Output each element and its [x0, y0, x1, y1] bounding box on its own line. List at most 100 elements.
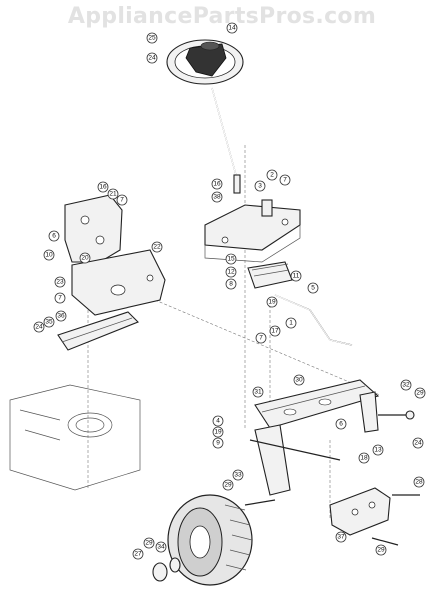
svg-text:38: 38 [213, 194, 221, 201]
svg-text:29: 29 [377, 547, 385, 554]
callout-c6b: 6 [335, 418, 347, 430]
callout-c8: 8 [225, 278, 237, 290]
callout-c29c: 29 [375, 544, 387, 556]
callout-c30: 30 [293, 374, 305, 386]
svg-text:6: 6 [52, 233, 56, 240]
svg-text:3: 3 [258, 183, 262, 190]
callout-c10: 10 [43, 249, 55, 261]
svg-text:7: 7 [283, 177, 287, 184]
front-bumper [57, 311, 139, 351]
svg-text:13: 13 [374, 447, 382, 454]
callout-c4: 4 [212, 415, 224, 427]
svg-text:20: 20 [81, 255, 89, 262]
svg-text:2: 2 [270, 172, 274, 179]
steering-shaft [211, 87, 241, 194]
left-spindle [244, 424, 291, 506]
svg-text:14: 14 [228, 25, 236, 32]
svg-text:25: 25 [148, 35, 156, 42]
callout-c36: 36 [55, 310, 67, 322]
callout-c31: 31 [252, 386, 264, 398]
svg-text:6: 6 [339, 421, 343, 428]
callout-c14: 14 [226, 22, 238, 34]
axle-bracket [329, 487, 420, 546]
svg-text:7: 7 [120, 197, 124, 204]
frame-bracket-upper [64, 194, 123, 263]
callout-c17: 17 [269, 325, 281, 337]
svg-text:37: 37 [337, 534, 345, 541]
svg-text:7: 7 [259, 335, 263, 342]
svg-text:27: 27 [134, 551, 142, 558]
svg-text:17: 17 [271, 328, 279, 335]
callout-c9: 9 [212, 437, 224, 449]
svg-text:29: 29 [224, 482, 232, 489]
svg-text:31: 31 [254, 389, 262, 396]
svg-text:15: 15 [227, 256, 235, 263]
svg-text:5: 5 [311, 285, 315, 292]
svg-text:29: 29 [416, 390, 424, 397]
callout-c15: 15 [225, 253, 237, 265]
steering-wheel [166, 39, 244, 85]
callout-c29b: 29 [222, 479, 234, 491]
callout-c18: 18 [358, 452, 370, 464]
callout-c1: 1 [285, 317, 297, 329]
callout-c7a: 7 [116, 194, 128, 206]
callout-c6a: 6 [48, 230, 60, 242]
svg-text:7: 7 [58, 295, 62, 302]
callout-c32: 32 [400, 379, 412, 391]
callout-c27: 27 [132, 548, 144, 560]
svg-text:19: 19 [214, 429, 222, 436]
svg-text:24: 24 [414, 440, 422, 447]
callout-c21: 21 [107, 188, 119, 200]
tractor-frame [9, 384, 141, 491]
svg-text:11: 11 [293, 273, 300, 280]
wheel-hub-parts [152, 557, 181, 582]
svg-text:1: 1 [289, 320, 293, 327]
right-spindle [359, 391, 415, 433]
callout-c7b: 7 [54, 292, 66, 304]
callout-c29d: 29 [143, 537, 155, 549]
svg-text:23: 23 [56, 279, 64, 286]
callout-c2: 2 [266, 169, 278, 181]
callout-c37: 37 [335, 531, 347, 543]
svg-text:10: 10 [45, 252, 53, 259]
callout-c13: 13 [372, 444, 384, 456]
callout-c7c: 7 [279, 174, 291, 186]
svg-text:9: 9 [216, 440, 220, 447]
callout-c23: 23 [54, 276, 66, 288]
svg-text:36: 36 [57, 313, 65, 320]
frame-plate [71, 249, 166, 316]
svg-text:33: 33 [234, 472, 242, 479]
callout-c7d: 7 [255, 332, 267, 344]
svg-text:4: 4 [216, 418, 220, 425]
svg-text:12: 12 [227, 269, 235, 276]
callout-c29a: 29 [414, 387, 426, 399]
svg-text:28: 28 [415, 479, 423, 486]
callout-c3: 3 [254, 180, 266, 192]
front-tire [167, 494, 253, 586]
alignment-lines [87, 145, 381, 520]
callout-c24c: 24 [412, 437, 424, 449]
callout-c28: 28 [413, 476, 425, 488]
callout-c20: 20 [79, 252, 91, 264]
svg-text:29: 29 [145, 540, 153, 547]
callout-c11: 11 [290, 270, 302, 282]
callout-c5: 5 [307, 282, 319, 294]
callout-c33: 33 [232, 469, 244, 481]
svg-text:8: 8 [229, 281, 233, 288]
callout-c12: 12 [225, 266, 237, 278]
drag-link [274, 294, 353, 346]
callout-c16a: 16 [97, 181, 109, 193]
svg-text:21: 21 [109, 191, 117, 198]
svg-text:24: 24 [148, 55, 156, 62]
svg-text:16: 16 [213, 181, 221, 188]
callout-c25a: 25 [146, 32, 158, 44]
svg-text:22: 22 [153, 244, 161, 251]
callout-c34: 34 [155, 541, 167, 553]
svg-text:34: 34 [157, 544, 165, 551]
watermark: AppliancePartsPros.com [67, 4, 377, 29]
svg-text:16: 16 [99, 184, 107, 191]
callout-c24b: 24 [33, 321, 45, 333]
steering-gear [247, 261, 293, 289]
steering-support-bracket [204, 199, 301, 263]
svg-text:24: 24 [35, 324, 43, 331]
